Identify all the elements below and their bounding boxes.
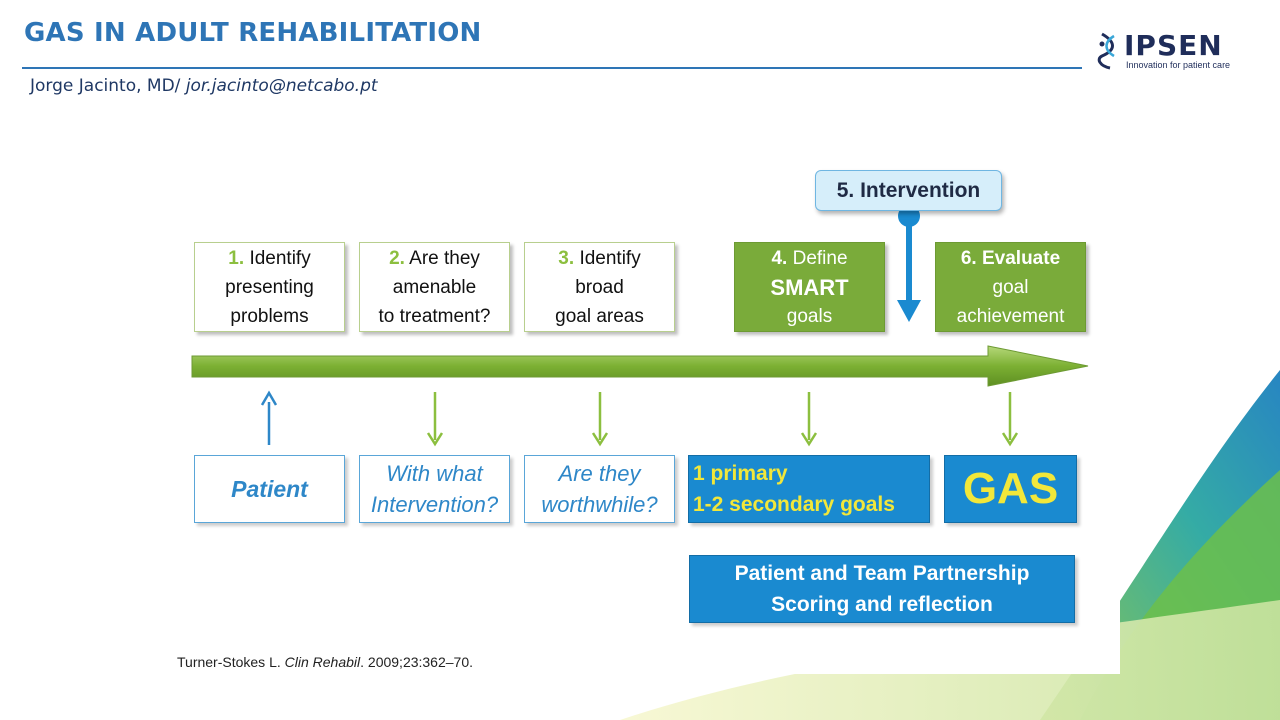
- goals-count-box: 1 primary 1-2 secondary goals: [688, 455, 930, 523]
- page-title: GAS IN ADULT REHABILITATION: [24, 18, 482, 48]
- logo-tagline: Innovation for patient care: [1126, 60, 1231, 70]
- logo-wordmark: IPSEN: [1124, 29, 1223, 62]
- citation-details: . 2009;23:362–70.: [360, 654, 474, 670]
- step-text: Evaluate: [981, 247, 1061, 269]
- partnership-line: Scoring and reflection: [771, 593, 993, 616]
- step-3-box: 3. Identify broad goal areas: [524, 242, 675, 332]
- step-text: goal: [992, 276, 1029, 298]
- step-text: broad: [575, 276, 624, 298]
- header-divider: [22, 67, 1082, 69]
- smart-label: SMART: [770, 274, 849, 300]
- gas-label: GAS: [962, 464, 1059, 513]
- step-number: 4.: [771, 247, 788, 269]
- step-text: goal areas: [555, 305, 644, 327]
- partnership-box: Patient and Team Partnership Scoring and…: [689, 555, 1075, 623]
- goals-primary: 1 primary: [693, 462, 788, 485]
- step-5-intervention-box: 5. Intervention: [815, 170, 1002, 211]
- intervention-question-box: With what Intervention?: [359, 455, 510, 523]
- citation-author: Turner-Stokes L.: [177, 654, 285, 670]
- ipsen-logo: IPSEN Innovation for patient care: [1096, 30, 1256, 74]
- step-text: presenting: [225, 276, 314, 298]
- step-text: goals: [786, 305, 833, 327]
- author-line: Jorge Jacinto, MD/ jor.jacinto@netcabo.p…: [30, 76, 378, 96]
- step-text: to treatment?: [378, 305, 491, 327]
- patient-box: Patient: [194, 455, 345, 523]
- step-text: achievement: [956, 305, 1065, 327]
- author-email: jor.jacinto@netcabo.pt: [185, 76, 378, 96]
- partnership-line: Patient and Team Partnership: [734, 562, 1030, 585]
- step-number: 5.: [836, 179, 855, 202]
- step-6-box: 6. Evaluate goal achievement: [935, 242, 1086, 332]
- citation-journal: Clin Rehabil: [284, 654, 361, 670]
- step-number: 1.: [228, 247, 245, 269]
- author-name: Jorge Jacinto, MD/: [30, 76, 186, 96]
- patient-label: Patient: [231, 475, 308, 502]
- citation: Turner-Stokes L. Clin Rehabil. 2009;23:3…: [177, 654, 473, 670]
- step-text: Identify: [579, 247, 641, 269]
- question-text: Intervention?: [370, 492, 499, 517]
- logo-helix-icon: [1097, 32, 1115, 70]
- step-text: Intervention: [860, 179, 981, 202]
- question-text: Are they: [558, 461, 641, 486]
- question-text: worthwhile?: [541, 492, 658, 517]
- step-text: Are they: [409, 247, 480, 269]
- step-text: amenable: [392, 276, 477, 298]
- gas-box: GAS: [944, 455, 1077, 523]
- step-number: 2.: [389, 247, 405, 269]
- step-4-box: 4. Define SMART goals: [734, 242, 885, 332]
- step-number: 6.: [960, 247, 977, 269]
- step-1-box: 1. Identify presenting problems: [194, 242, 345, 332]
- step-2-box: 2. Are they amenable to treatment?: [359, 242, 510, 332]
- step-text: Define: [792, 247, 848, 269]
- goals-secondary: 1-2 secondary goals: [693, 493, 895, 516]
- step-number: 3.: [558, 247, 575, 269]
- step-text: problems: [230, 305, 309, 327]
- worthwhile-question-box: Are they worthwhile?: [524, 455, 675, 523]
- step-text: Identify: [249, 247, 311, 269]
- question-text: With what: [386, 461, 483, 486]
